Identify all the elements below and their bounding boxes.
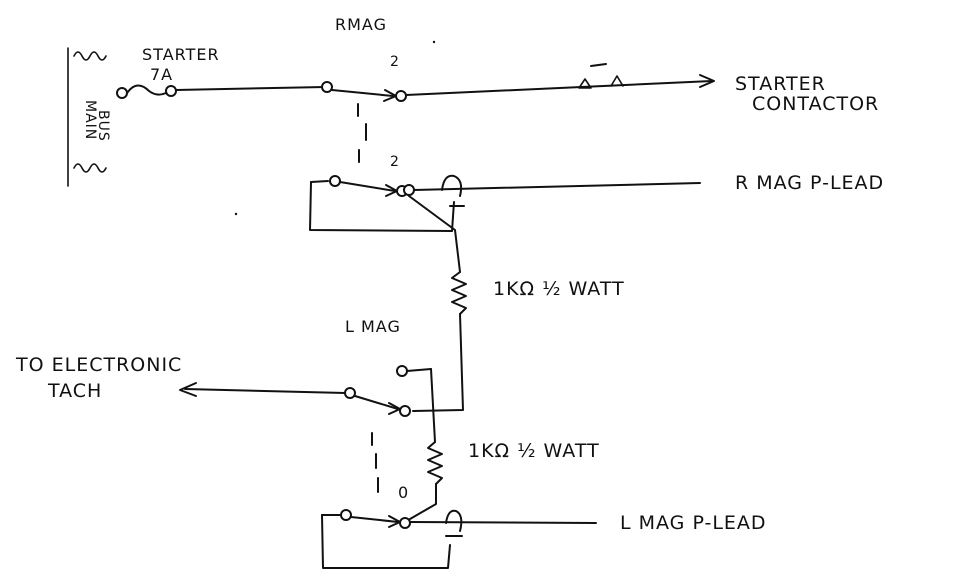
resistor-1-label: 1KΩ ½ WATT bbox=[493, 278, 625, 300]
l-mag-lower-terminal-label: 0 bbox=[398, 483, 409, 502]
starter-contactor-label-line1: STARTER bbox=[735, 73, 826, 95]
r-mag-title: RMAG bbox=[335, 15, 387, 34]
main-bus-label-line2: BUS bbox=[95, 110, 111, 142]
r-mag-switch: RMAG 2 2 R MAG P-LE bbox=[175, 15, 884, 232]
starter-fuse: STARTER 7A bbox=[116, 45, 220, 99]
r-mag-upper-terminal-label: 2 bbox=[390, 54, 400, 70]
l-mag-switch: L MAG 0 L MAG P-LEAD bbox=[179, 317, 767, 569]
r-mag-lower-terminal-label: 2 bbox=[390, 154, 400, 170]
starter-fuse-label-line1: STARTER bbox=[142, 45, 220, 64]
starter-contactor-label-line2: CONTACTOR bbox=[752, 93, 879, 115]
resistor-2-label: 1KΩ ½ WATT bbox=[468, 440, 600, 462]
l-mag-p-lead-label: L MAG P-LEAD bbox=[620, 512, 767, 534]
l-mag-title: L MAG bbox=[345, 317, 401, 336]
resistor-1: 1KΩ ½ WATT bbox=[408, 195, 625, 412]
r-mag-p-lead-label: R MAG P-LEAD bbox=[735, 172, 884, 194]
main-bus: MAIN BUS bbox=[67, 47, 111, 187]
starter-contactor-wire bbox=[405, 63, 715, 96]
pencil-dot bbox=[432, 40, 436, 44]
starter-fuse-label-line2: 7A bbox=[150, 65, 173, 84]
tach-label: TO ELECTRONIC TACH bbox=[15, 354, 182, 402]
main-bus-label-line1: MAIN bbox=[82, 100, 98, 140]
tach-label-line2: TACH bbox=[47, 380, 102, 402]
starter-contactor-label: STARTER CONTACTOR bbox=[735, 73, 879, 115]
tach-label-line1: TO ELECTRONIC bbox=[15, 354, 182, 376]
resistor-2: 1KΩ ½ WATT bbox=[409, 368, 600, 520]
pencil-dot bbox=[234, 212, 238, 216]
